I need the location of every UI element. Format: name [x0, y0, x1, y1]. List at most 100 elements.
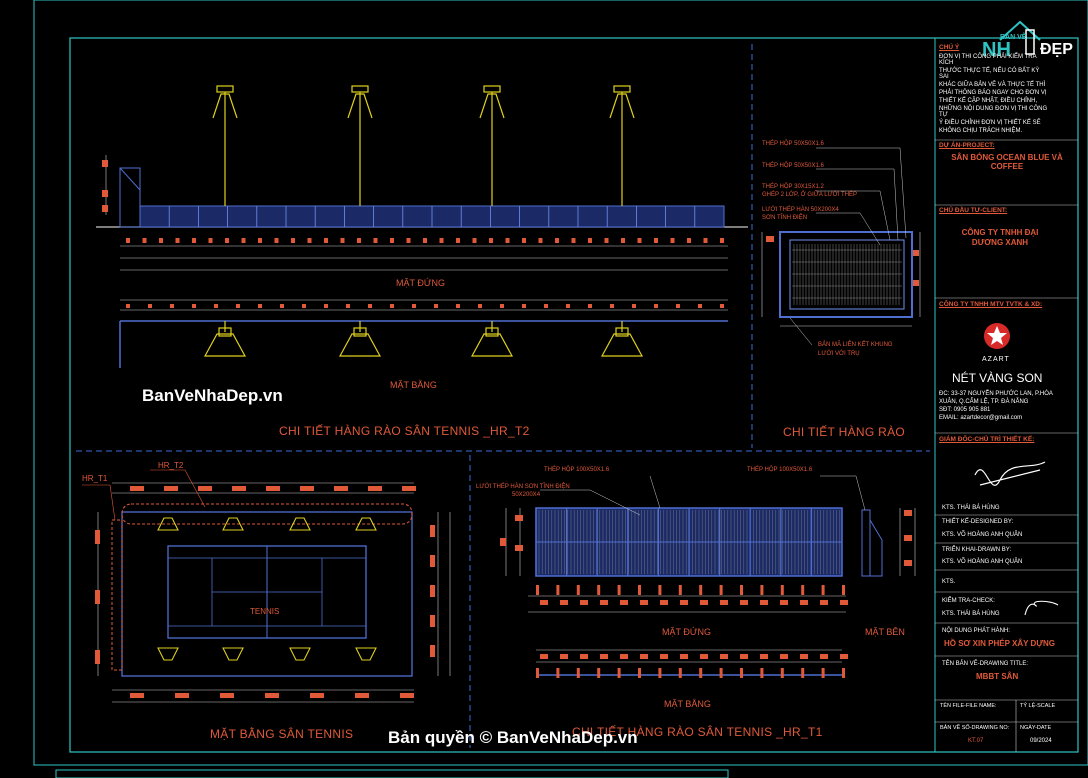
- footing-mark: [142, 238, 147, 243]
- plan-mark: [368, 304, 372, 308]
- footing-mark: [580, 600, 588, 605]
- plan-mark: [676, 304, 680, 308]
- footing-mark: [126, 238, 130, 243]
- court-dim-mark: [355, 693, 369, 698]
- post-base: [760, 585, 764, 595]
- court-dim-mark: [95, 530, 100, 544]
- footing-mark: [406, 238, 411, 243]
- plan-mark: [800, 654, 808, 659]
- post-base: [576, 585, 580, 595]
- tb-note-line: Ý ĐIỀU CHỈNH ĐƠN VỊ THIẾT KẾ SẼ: [939, 120, 1041, 126]
- plan-mark: [478, 304, 482, 308]
- tb-drawing-title-head: TÊN BẢN VẼ-DRAWING TITLE:: [942, 661, 1029, 667]
- court-light-top: [289, 517, 311, 531]
- footing-mark: [604, 238, 609, 243]
- footing-mark: [760, 600, 768, 605]
- hr-t1-callout-2b: 50X200X4: [512, 492, 541, 498]
- tb-date-head: NGÀY-DATE: [1020, 725, 1052, 731]
- footing-mark: [324, 238, 328, 243]
- footing-mark: [522, 238, 526, 243]
- footing-mark: [208, 238, 213, 243]
- tb-scale-head: TỶ LỆ-SCALE: [1020, 703, 1056, 709]
- court-dim-mark: [300, 486, 314, 491]
- plan-mark: [214, 304, 218, 308]
- footing-mark: [740, 600, 748, 605]
- footing-mark: [660, 600, 668, 605]
- court-dim-mark: [430, 585, 435, 597]
- plan-post: [678, 668, 682, 678]
- tb-project-name: SÂN BÓNG OCEAN BLUE VÀ COFFEE: [951, 153, 1063, 172]
- footing-mark: [175, 238, 180, 243]
- court-dim-mark: [368, 486, 382, 491]
- tb-drawn-name-2: KTS.: [942, 579, 956, 585]
- plan-mark: [540, 654, 548, 659]
- plan-post: [556, 668, 560, 678]
- court-dim-mark: [232, 486, 246, 491]
- tb-note-line: PHẢI THÔNG BÁO NGAY CHO ĐƠN VỊ: [939, 90, 1047, 96]
- plan-mark: [560, 654, 568, 659]
- tb-client-head: CHỦ ĐẦU TƯ-CLIENT:: [939, 207, 1008, 214]
- light-arm: [609, 93, 635, 119]
- court-dim-mark: [130, 486, 144, 491]
- court-dim-mark: [198, 486, 212, 491]
- court-dim-mark: [220, 693, 234, 698]
- tb-address-line: EMAIL: azartdecor@gmail.com: [939, 415, 1023, 421]
- tb-drawing-title: MBBT SÂN: [976, 672, 1019, 681]
- plan-mark: [600, 654, 608, 659]
- plan-mark: [192, 304, 196, 308]
- court-light-bottom: [222, 647, 244, 661]
- court-dim-mark: [430, 555, 435, 567]
- court-light-bottom: [289, 647, 311, 661]
- hr-t1-title: CHI TIẾT HÀNG RÀO SÂN TENNIS _HR_T1: [572, 725, 823, 739]
- plan-mark: [654, 304, 658, 308]
- hr-t2-elevation-label: MẶT ĐỨNG: [396, 278, 446, 288]
- title-block-grid: [935, 139, 1078, 752]
- court-tennis-label: TENNIS: [250, 607, 280, 616]
- footing-mark: [456, 238, 460, 243]
- plan-mark: [544, 304, 548, 308]
- plan-light-cone: [470, 333, 514, 357]
- tb-designed-name: KTS. VÕ HOÀNG ANH QUÂN: [942, 532, 1023, 538]
- tb-check-name: KTS. THÁI BÁ HÙNG: [942, 611, 1000, 617]
- court-dim-mark: [175, 693, 189, 698]
- footing-mark: [291, 238, 295, 243]
- footing-mark: [540, 600, 548, 605]
- court-light-top: [222, 517, 244, 531]
- hr-t2-elevation: [96, 85, 748, 271]
- light-arm: [347, 93, 373, 119]
- footing-mark: [307, 238, 312, 243]
- plan-mark: [820, 654, 828, 659]
- post-base: [719, 585, 723, 595]
- plan-mark: [434, 304, 438, 308]
- footing-mark: [640, 600, 648, 605]
- tb-director-name: KTS. THÁI BÁ HÙNG: [942, 505, 1000, 511]
- post-base: [536, 585, 539, 595]
- plan-light-base: [218, 327, 232, 337]
- footing-mark: [357, 238, 361, 243]
- tb-file-head: TÊN FILE-FILE NAME:: [940, 703, 997, 709]
- plan-post: [780, 668, 784, 678]
- plan-mark: [720, 304, 724, 308]
- footing-mark: [340, 238, 345, 243]
- azart-logo-mark: [984, 323, 1010, 349]
- court-dim-mark: [164, 486, 178, 491]
- tb-drawing-no-head: BẢN VẼ SỐ-DRAWING NO:: [940, 725, 1010, 731]
- plan-mark: [620, 654, 628, 659]
- plan-mark: [390, 304, 394, 308]
- tb-note-line: KHÔNG CHỊU TRÁCH NHIỆM.: [939, 128, 1023, 134]
- court-light-bottom: [157, 647, 179, 661]
- plan-mark: [632, 304, 636, 308]
- plan-mark: [324, 304, 328, 308]
- plan-post: [760, 668, 764, 678]
- inner-frame: [69, 37, 1079, 753]
- plan-mark: [588, 304, 592, 308]
- plan-mark: [680, 654, 688, 659]
- light-head: [216, 85, 234, 93]
- plan-mark: [660, 654, 668, 659]
- fence-callout: THÉP HỘP 30X15X1.2: [762, 184, 824, 190]
- plan-mark: [500, 304, 504, 308]
- footing-mark: [700, 600, 708, 605]
- tb-designed-head: THIẾT KẾ-DESIGNED BY:: [942, 519, 1014, 525]
- tb-note-lines: ĐƠN VỊ THI CÔNG PHẢI KIỂM TRA KÍCH THƯỚC…: [939, 54, 1049, 134]
- tb-note-line: ĐƠN VỊ THI CÔNG PHẢI KIỂM TRA KÍCH: [939, 54, 1037, 66]
